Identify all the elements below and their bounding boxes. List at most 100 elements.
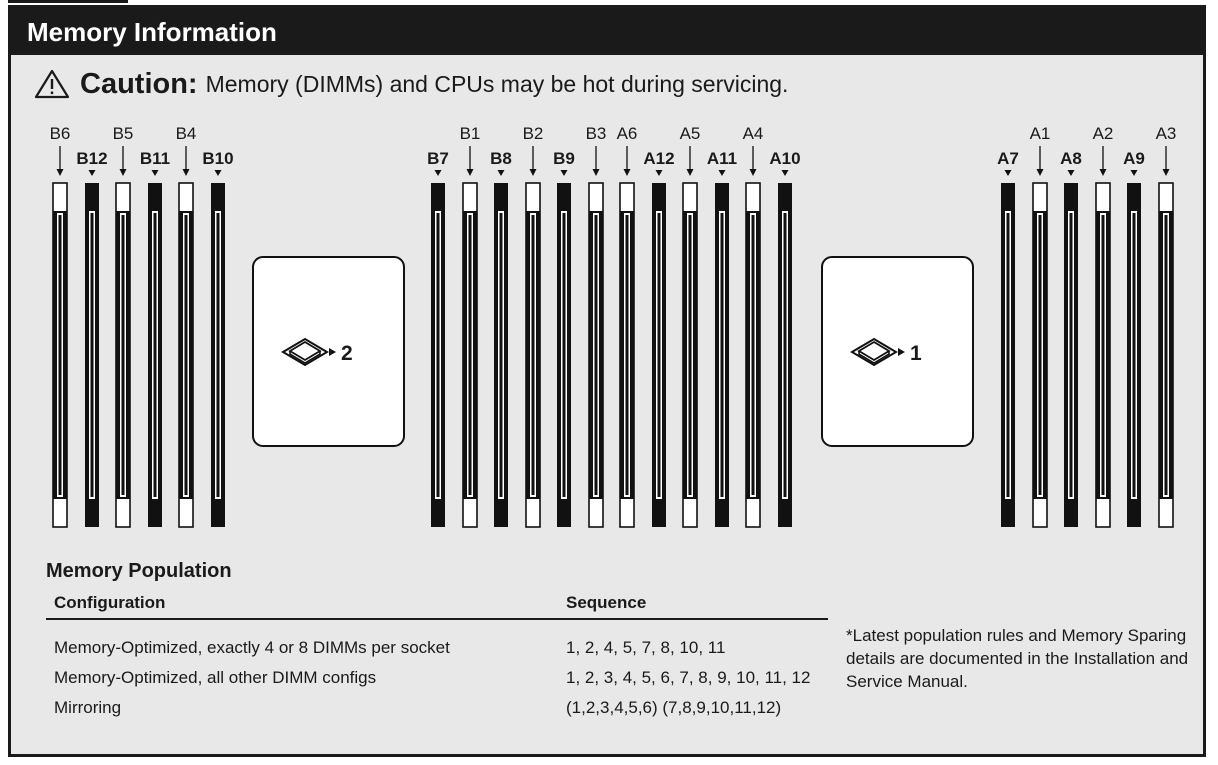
top-tab-decoration	[8, 0, 128, 3]
slot-marker-a10	[781, 170, 789, 176]
memory-population-title: Memory Population	[46, 560, 232, 582]
slot-label-a11: A11	[707, 149, 737, 168]
slot-arrow-b1	[466, 146, 474, 176]
slot-arrow-a5	[686, 146, 694, 176]
slot-label-b7: B7	[427, 149, 449, 168]
dimm-slot-a3	[1158, 182, 1174, 528]
slot-label-b10: B10	[202, 149, 233, 168]
slot-arrow-b3	[592, 146, 600, 176]
slot-label-b2: B2	[523, 124, 544, 143]
cpu-chip-icon	[850, 337, 905, 367]
dimm-slot-b1	[462, 182, 478, 528]
dimm-slot-b3	[588, 182, 604, 528]
dimm-slot-a2	[1095, 182, 1111, 528]
memory-information-panel: Memory Information	[8, 5, 1206, 757]
slot-marker-b9	[560, 170, 568, 176]
slot-label-a1: A1	[1030, 124, 1051, 143]
cpu-chip-icon	[281, 337, 336, 367]
slot-label-a4: A4	[743, 124, 764, 143]
slot-label-a12: A12	[643, 149, 674, 168]
slot-marker-b10	[214, 170, 222, 176]
slot-arrow-a1	[1036, 146, 1044, 176]
dimm-slot-b6	[52, 182, 68, 528]
dimm-slot-a4	[745, 182, 761, 528]
row-3-sequence: (1,2,3,4,5,6) (7,8,9,10,11,12)	[566, 698, 782, 717]
slot-label-a10: A10	[769, 149, 800, 168]
slot-arrow-a6	[623, 146, 631, 176]
slot-label-b4: B4	[176, 124, 197, 143]
slot-marker-b11	[151, 170, 159, 176]
dimm-slot-a9	[1127, 183, 1141, 527]
slot-marker-a7	[1004, 170, 1012, 176]
caution-text: Memory (DIMMs) and CPUs may be hot durin…	[205, 70, 789, 97]
panel-title: Memory Information	[27, 17, 277, 47]
slot-arrow-b2	[529, 146, 537, 176]
slot-arrow-b6	[56, 146, 64, 176]
dimm-slot-b4	[178, 182, 194, 528]
dimm-slot-a6	[619, 182, 635, 528]
dimm-slot-a12	[652, 183, 666, 527]
row-1-configuration: Memory-Optimized, exactly 4 or 8 DIMMs p…	[54, 638, 450, 657]
slot-label-b5: B5	[113, 124, 134, 143]
slot-arrow-a2	[1099, 146, 1107, 176]
warning-triangle-icon	[34, 69, 70, 99]
slot-arrow-a3	[1162, 146, 1170, 176]
dimm-slot-b5	[115, 182, 131, 528]
configuration-column-header: Configuration	[54, 593, 166, 612]
panel-header: Memory Information	[11, 8, 1203, 55]
dimm-slot-b12	[85, 183, 99, 527]
slot-marker-a9	[1130, 170, 1138, 176]
slot-label-a3: A3	[1156, 124, 1177, 143]
slot-arrow-b4	[182, 146, 190, 176]
slot-label-a8: A8	[1060, 149, 1082, 168]
slot-marker-b12	[88, 170, 96, 176]
caution-notice: Caution: Memory (DIMMs) and CPUs may be …	[34, 66, 788, 102]
slot-arrow-b5	[119, 146, 127, 176]
dimm-slot-b9	[557, 183, 571, 527]
dimm-slot-a5	[682, 182, 698, 528]
slot-marker-a8	[1067, 170, 1075, 176]
slot-label-a5: A5	[680, 124, 701, 143]
population-footnote: *Latest population rules and Memory Spar…	[846, 626, 1189, 691]
slot-label-b9: B9	[553, 149, 575, 168]
slot-marker-a11	[718, 170, 726, 176]
slot-label-b11: B11	[140, 149, 170, 168]
row-2-sequence: 1, 2, 3, 4, 5, 6, 7, 8, 9, 10, 11, 12	[566, 668, 811, 687]
slot-marker-b7	[434, 170, 442, 176]
dimm-slot-b10	[211, 183, 225, 527]
slot-label-b12: B12	[76, 149, 107, 168]
slot-marker-a12	[655, 170, 663, 176]
row-1-sequence: 1, 2, 4, 5, 7, 8, 10, 11	[566, 638, 726, 657]
slot-label-a2: A2	[1093, 124, 1114, 143]
sequence-column-header: Sequence	[566, 593, 647, 612]
caution-label: Caution:	[80, 67, 198, 100]
dimm-slot-a11	[715, 183, 729, 527]
dimm-slot-a1	[1032, 182, 1048, 528]
dimm-slot-b8	[494, 183, 508, 527]
cpu-number-1: 1	[910, 342, 922, 365]
row-3-configuration: Mirroring	[54, 698, 122, 717]
slot-label-a7: A7	[997, 149, 1019, 168]
slot-arrow-a4	[749, 146, 757, 176]
dimm-slot-a7	[1001, 183, 1015, 527]
dimm-slot-a8	[1064, 183, 1078, 527]
slot-marker-b8	[497, 170, 505, 176]
row-2-configuration: Memory-Optimized, all other DIMM configs	[54, 668, 377, 687]
cpu-number-2: 2	[341, 342, 353, 365]
cpu-socket-2: 2	[252, 256, 405, 447]
dimm-slot-b7	[431, 183, 445, 527]
dimm-slot-b2	[525, 182, 541, 528]
dimm-slot-b11	[148, 183, 162, 527]
slot-label-b8: B8	[490, 149, 512, 168]
dimm-slot-a10	[778, 183, 792, 527]
cpu-socket-1: 1	[821, 256, 974, 447]
slot-label-b6: B6	[50, 124, 71, 143]
slot-label-a6: A6	[617, 124, 638, 143]
slot-label-a9: A9	[1123, 149, 1145, 168]
slot-label-b1: B1	[460, 124, 481, 143]
slot-label-b3: B3	[586, 124, 607, 143]
table-header-rule	[46, 618, 828, 620]
